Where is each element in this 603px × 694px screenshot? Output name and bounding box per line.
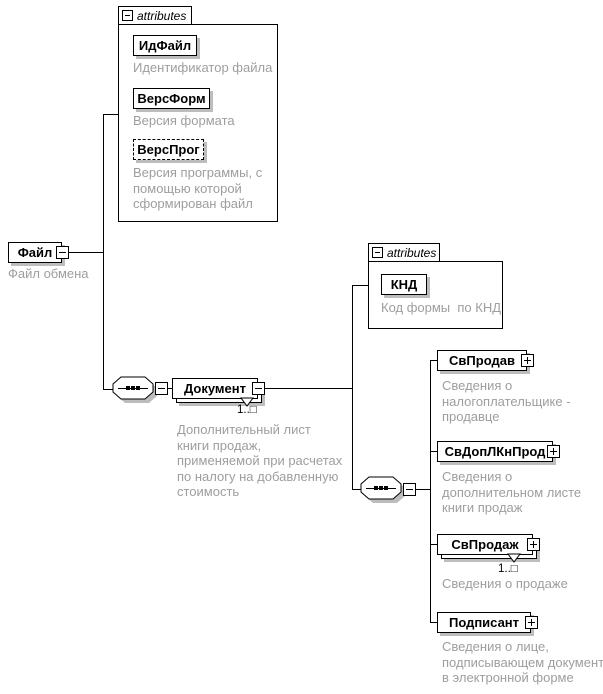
connector-line bbox=[430, 360, 431, 623]
expand-icon[interactable] bbox=[547, 445, 560, 458]
collapse-icon[interactable] bbox=[56, 246, 69, 259]
connector-line bbox=[265, 388, 352, 389]
connector-line bbox=[430, 544, 437, 545]
attr-knd[interactable]: КНД bbox=[381, 274, 427, 295]
node-svprodav-annotation: Сведения о налогоплательщике - продавце bbox=[442, 378, 571, 424]
connector-line bbox=[430, 360, 437, 361]
attr-versprog-annotation: Версия программы, с помощью которой сфор… bbox=[133, 165, 263, 211]
attributes-tab-label: attributes bbox=[387, 245, 437, 260]
connector-line bbox=[352, 489, 361, 490]
node-svdoplknprod-annotation: Сведения о дополнительном листе книги пр… bbox=[442, 469, 582, 515]
collapse-icon[interactable] bbox=[122, 10, 133, 21]
node-svprodazh-cardinality: 1..□ bbox=[498, 563, 518, 575]
node-file-label: Файл bbox=[17, 245, 53, 260]
collapse-icon[interactable] bbox=[252, 382, 265, 395]
attributes-group-document-tab: attributes bbox=[368, 243, 440, 262]
attr-versform[interactable]: ВерсФорм bbox=[133, 88, 210, 109]
node-svprodazh-label: СвПродаж bbox=[451, 537, 519, 552]
attr-knd-label: КНД bbox=[390, 277, 418, 292]
attributes-tab-label: attributes bbox=[137, 8, 187, 23]
attr-idfile-annotation: Идентификатор файла bbox=[133, 60, 273, 75]
node-svprodazh[interactable]: СвПродаж bbox=[437, 534, 533, 555]
collapse-icon[interactable] bbox=[155, 382, 168, 395]
expand-icon[interactable] bbox=[525, 616, 538, 629]
node-document-label: Документ bbox=[184, 381, 246, 396]
attributes-group-file bbox=[118, 24, 278, 222]
node-svprodav[interactable]: СвПродав bbox=[437, 350, 527, 371]
connector-line bbox=[103, 389, 114, 390]
connector-line bbox=[352, 285, 368, 286]
expand-icon[interactable] bbox=[521, 354, 534, 367]
expand-icon[interactable] bbox=[527, 538, 540, 551]
node-document[interactable]: Документ bbox=[172, 378, 258, 399]
connector-line bbox=[69, 252, 103, 253]
sequence-icon[interactable] bbox=[360, 476, 407, 505]
attr-versform-annotation: Версия формата bbox=[133, 113, 235, 128]
attr-idfile-label: ИдФайл bbox=[138, 38, 192, 53]
sequence-icon[interactable] bbox=[112, 376, 159, 405]
node-podpisant[interactable]: Подписант bbox=[437, 612, 531, 633]
collapse-icon[interactable] bbox=[372, 247, 383, 258]
node-podpisant-annotation: Сведения о лице, подписывающем документ … bbox=[442, 639, 603, 685]
connector-line bbox=[103, 114, 104, 390]
node-document-annotation: Дополнительный лист книги продаж, примен… bbox=[177, 422, 343, 499]
attr-idfile[interactable]: ИдФайл bbox=[133, 35, 197, 56]
node-document-cardinality: 1..□ bbox=[237, 404, 257, 416]
connector-line bbox=[103, 114, 118, 115]
connector-line bbox=[430, 622, 437, 623]
node-svdoplknprod[interactable]: СвДопЛКнПрод bbox=[437, 441, 553, 462]
occurrence-marker-icon bbox=[240, 397, 254, 407]
node-file[interactable]: Файл bbox=[8, 242, 62, 263]
attr-versprog[interactable]: ВерсПрог bbox=[133, 139, 204, 160]
attr-versprog-label: ВерсПрог bbox=[137, 142, 200, 157]
node-svprodav-label: СвПродав bbox=[449, 353, 515, 368]
attr-knd-annotation: Код формы по КНД bbox=[381, 300, 502, 315]
attributes-group-document bbox=[368, 261, 503, 329]
occurrence-marker-icon bbox=[507, 553, 521, 563]
node-podpisant-label: Подписант bbox=[448, 615, 520, 630]
connector-line bbox=[168, 388, 172, 389]
connector-line bbox=[430, 451, 437, 452]
collapse-icon[interactable] bbox=[403, 483, 416, 496]
connector-line bbox=[416, 489, 430, 490]
node-file-annotation: Файл обмена bbox=[8, 266, 89, 281]
connector-line bbox=[352, 285, 353, 490]
node-svdoplknprod-label: СвДопЛКнПрод bbox=[444, 444, 546, 459]
attr-versform-label: ВерсФорм bbox=[137, 91, 206, 106]
attributes-group-file-tab: attributes bbox=[118, 6, 192, 25]
node-svprodazh-annotation: Сведения о продаже bbox=[442, 576, 568, 591]
